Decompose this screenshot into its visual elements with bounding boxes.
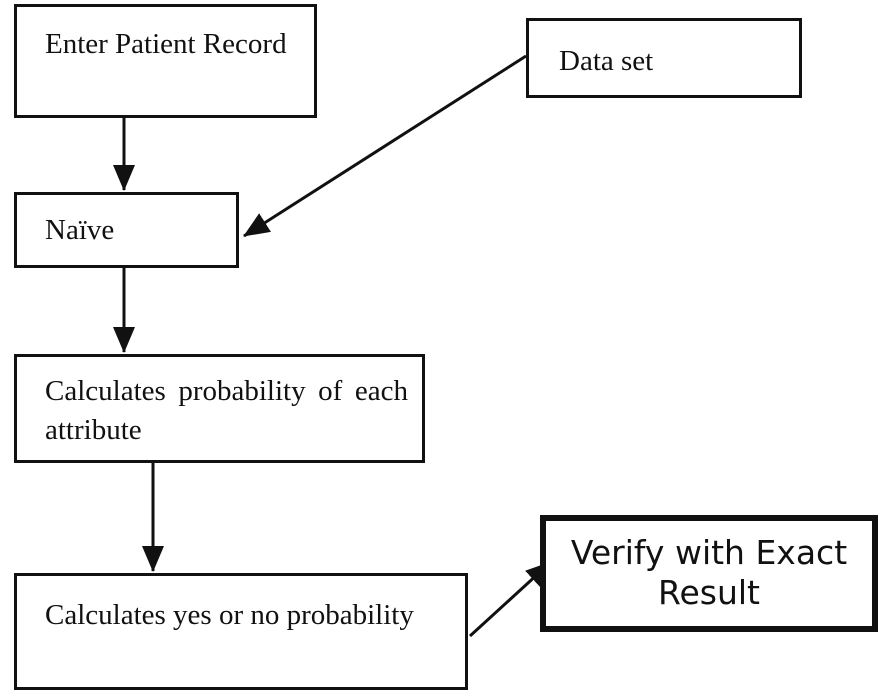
node-data-set: Data set: [526, 18, 802, 98]
node-naive: Naïve: [14, 192, 239, 268]
arrow-calc-yesno-to-verify: [468, 560, 553, 638]
node-data-set-label: Data set: [559, 45, 654, 77]
node-verify-exact-result: Verify with Exact Result: [540, 515, 878, 632]
node-naive-label: Naïve: [45, 214, 115, 246]
node-verify-exact-result-label: Verify with Exact Result: [570, 533, 848, 612]
node-calculates-attribute-probability: Calculates probability of each attribute: [14, 354, 425, 463]
arrow-dataset-to-naive: [243, 54, 527, 238]
node-enter-patient-record: Enter Patient Record: [14, 4, 317, 118]
node-enter-patient-record-label: Enter Patient Record: [45, 28, 287, 60]
node-calculates-attribute-probability-label: Calculates probability of each attribute: [45, 375, 408, 447]
node-calculates-yes-no-probability: Calculates yes or no probability: [14, 573, 468, 690]
node-calculates-yes-no-probability-label: Calculates yes or no probability: [45, 599, 414, 631]
